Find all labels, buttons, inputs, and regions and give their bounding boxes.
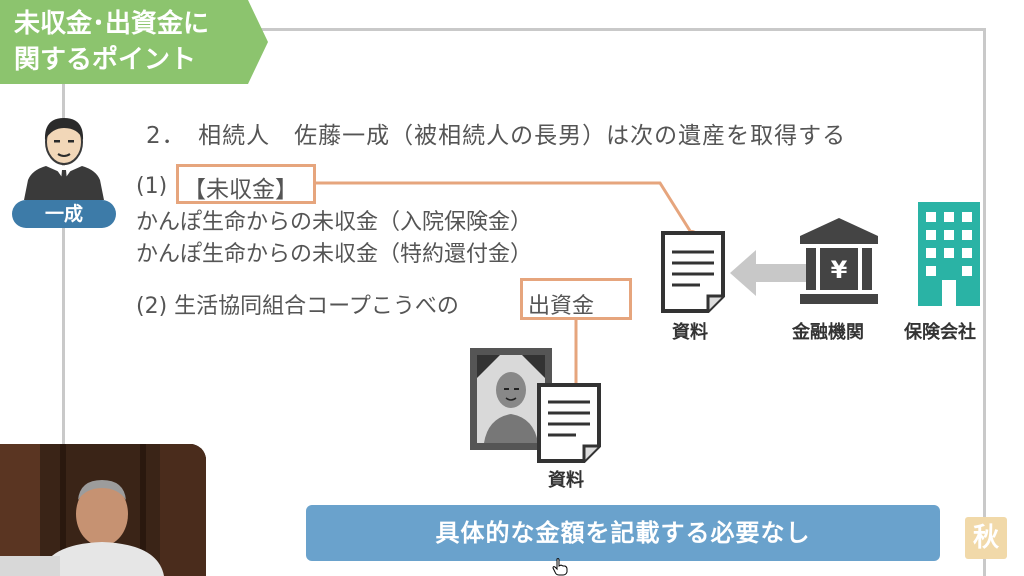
arrow-left-icon xyxy=(730,250,810,296)
webcam-presenter-image xyxy=(0,444,206,576)
bank-label: 金融機関 xyxy=(792,322,864,343)
corner-logo: 秋 xyxy=(965,517,1007,559)
svg-text:¥: ¥ xyxy=(831,256,848,284)
document-label-top: 資料 xyxy=(672,322,708,343)
title-badge-shape xyxy=(0,0,268,84)
person-icon xyxy=(18,108,110,200)
slide-frame xyxy=(62,28,986,576)
document-icon-bottom xyxy=(537,383,601,463)
item1-label: 【未収金】 xyxy=(183,177,298,203)
bank-icon: ¥ xyxy=(800,218,878,304)
hand-cursor-icon xyxy=(552,558,568,576)
item1-line-2: かんぽ生命からの未収金（特約還付金） xyxy=(136,242,533,267)
item2-label: 出資金 xyxy=(528,294,595,319)
document-label-bottom: 資料 xyxy=(548,470,584,491)
summary-banner: 具体的な金額を記載する必要なし xyxy=(306,505,940,561)
insurer-label: 保険会社 xyxy=(904,322,976,343)
item2-highlight-box xyxy=(520,278,632,320)
title-line-1: 未収金･出資金に xyxy=(14,9,210,39)
item2-text: (2) 生活協同組合コープこうべの xyxy=(136,294,459,319)
item1-highlight-box xyxy=(176,164,316,204)
webcam-overlay xyxy=(0,444,206,576)
title-line-2: 関するポイント xyxy=(14,45,197,75)
person-name-badge: 一成 xyxy=(12,200,116,228)
title-badge: 未収金･出資金に 関するポイント xyxy=(0,0,268,84)
item1-line-1: かんぽ生命からの未収金（入院保険金） xyxy=(136,210,533,235)
item1-number: (1) xyxy=(136,174,168,199)
document-icon-top xyxy=(661,231,725,313)
heading-text: 2． 相続人 佐藤一成（被相続人の長男）は次の遺産を取得する xyxy=(146,123,847,149)
slide-title: 未収金･出資金に 関するポイント xyxy=(14,6,254,78)
insurance-building-icon xyxy=(918,202,980,306)
